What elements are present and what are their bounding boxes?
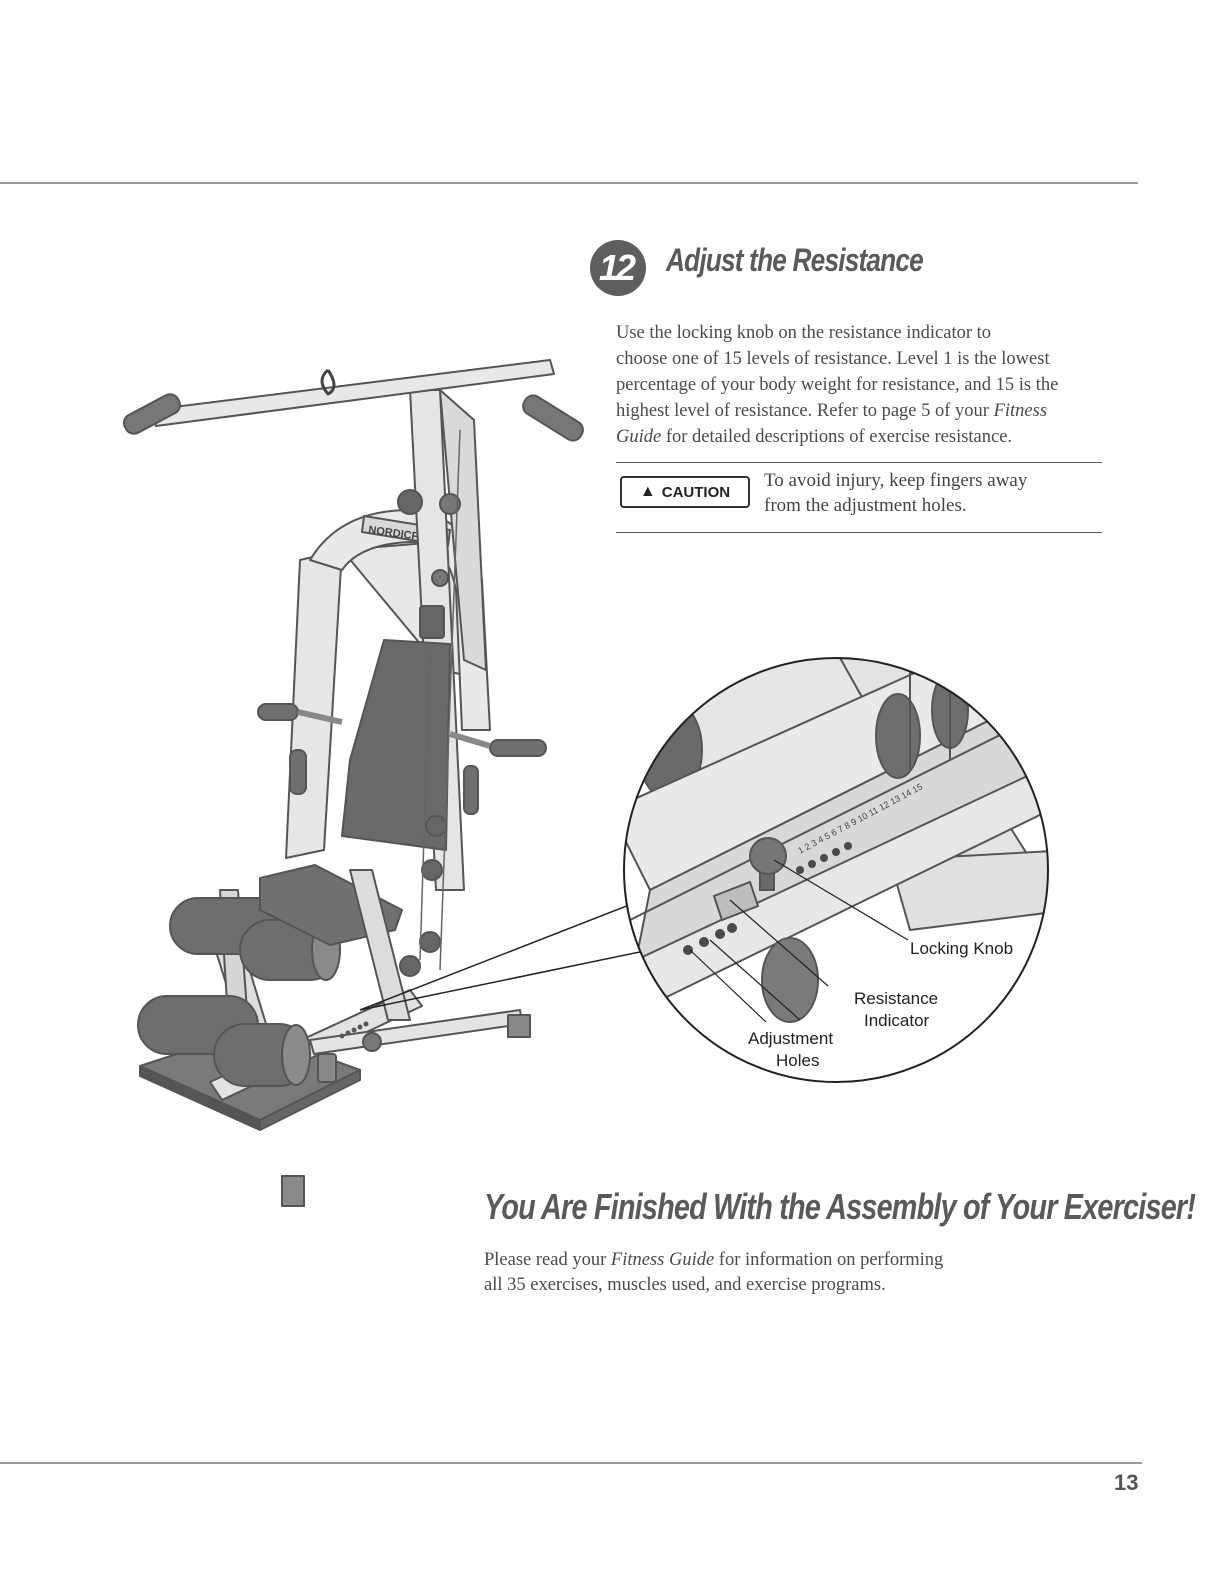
finish-text-pre: Please read your: [484, 1250, 611, 1270]
step-line-5: for detailed descriptions of exercise re…: [661, 427, 1013, 447]
caution-top-rule: [616, 462, 1102, 463]
caution-bottom-rule: [616, 532, 1102, 533]
caution-line-2: from the adjustment holes.: [764, 495, 967, 516]
top-divider: [0, 182, 1138, 184]
caution-label: CAUTION: [661, 483, 731, 501]
resistance-indicator-label-1: Resistance: [854, 989, 938, 1008]
caution-line-1: To avoid injury, keep fingers away: [764, 470, 1028, 491]
bottom-divider: [0, 1462, 1142, 1464]
resistance-indicator-label-2: Indicator: [864, 1011, 930, 1030]
step-line-3: percentage of your body weight for resis…: [616, 375, 1059, 395]
finish-text-post: for information on performing: [714, 1250, 944, 1270]
fitness-guide-ref-1: Fitness: [993, 401, 1048, 421]
step-title: Adjust the Resistance: [666, 242, 924, 278]
resistance-detail-zoom: 1 2 3 4 5 6 7 8 9 10 11 12 13 14 15 Lock…: [623, 657, 1049, 1083]
step-line-4: highest level of resistance. Refer to pa…: [616, 401, 994, 421]
exercise-machine-drawing: NORDICFLEX: [122, 359, 584, 1207]
step-number-badge: 12: [590, 240, 646, 296]
finish-instructions: Please read your Fitness Guide for infor…: [484, 1248, 1024, 1298]
home-gym-illustration: NORDICFLEX: [122, 359, 1049, 1207]
caution-text: To avoid injury, keep fingers away from t…: [764, 468, 1094, 518]
adjustment-holes-label-1: Adjustment: [748, 1029, 833, 1048]
fitness-guide-ref-2: Guide: [616, 427, 662, 447]
finish-title: You Are Finished With the Assembly of Yo…: [484, 1186, 1196, 1227]
step-line-2: choose one of 15 levels of resistance. L…: [616, 349, 1050, 369]
caution-badge: ▲ CAUTION: [620, 476, 750, 508]
locking-knob-label: Locking Knob: [910, 939, 1013, 958]
fitness-guide-ref-3: Fitness Guide: [610, 1250, 715, 1270]
adjustment-holes-label-2: Holes: [776, 1051, 819, 1070]
step-instructions: Use the locking knob on the resistance i…: [616, 320, 1106, 450]
warning-triangle-icon: ▲: [639, 483, 656, 500]
step-line-1: Use the locking knob on the resistance i…: [616, 323, 992, 343]
step-number: 12: [598, 247, 636, 288]
page-number: 13: [1114, 1470, 1139, 1495]
finish-line-2: all 35 exercises, muscles used, and exer…: [484, 1275, 886, 1295]
